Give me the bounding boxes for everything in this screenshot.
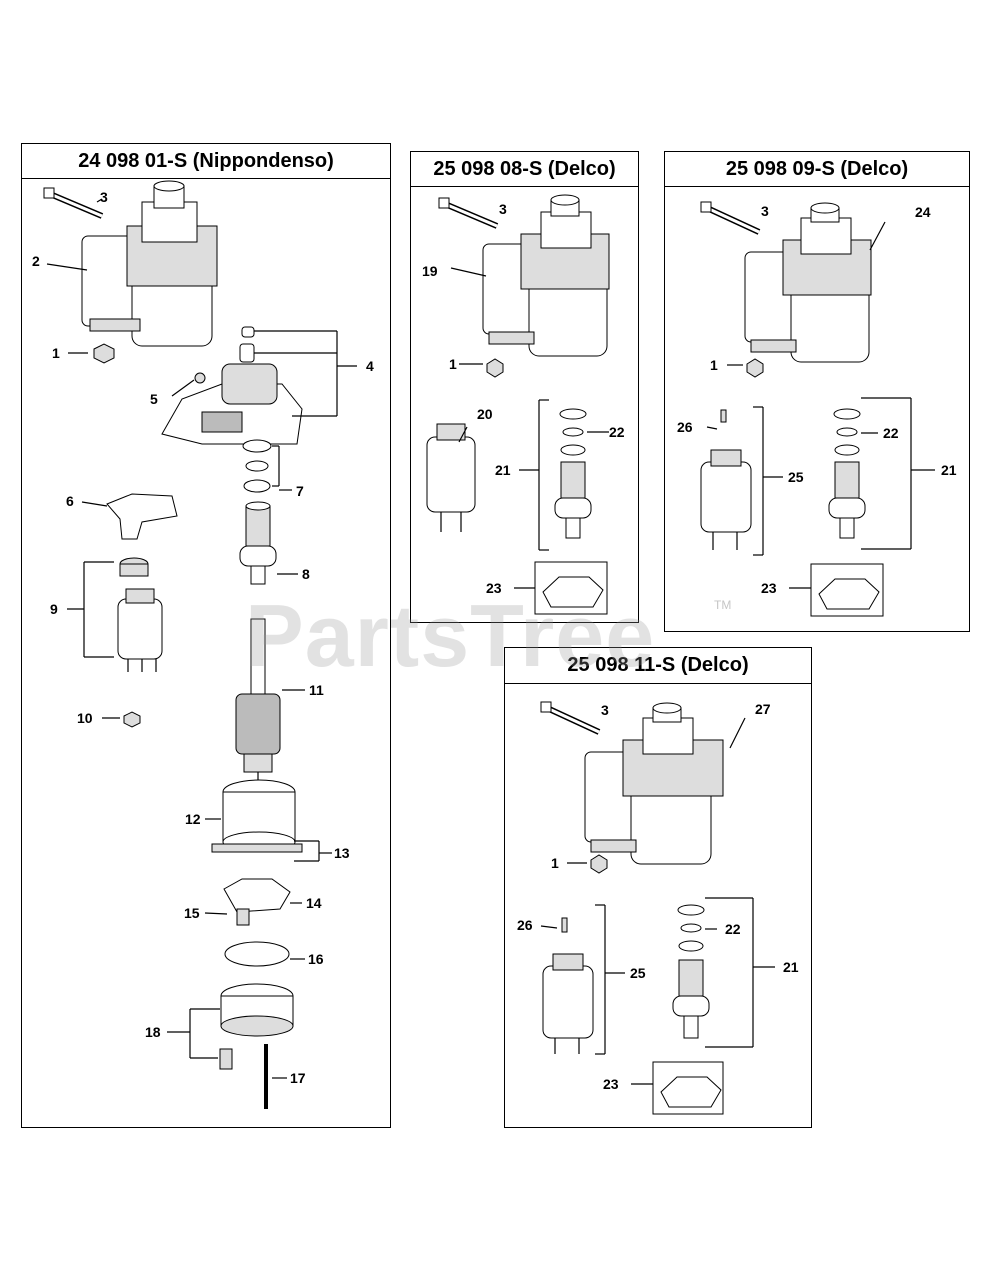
callout-4: 4 [366, 358, 374, 374]
leader-lines [540, 717, 775, 1085]
callout-21: 21 [495, 462, 511, 478]
callout-17: 17 [290, 1070, 306, 1086]
panel-title: 25 098 09-S (Delco) [665, 152, 969, 187]
callout-16: 16 [308, 951, 324, 967]
callout-1: 1 [449, 356, 457, 372]
bolt-part [540, 701, 601, 735]
callout-1: 1 [52, 345, 60, 361]
exploded-view-drawing: 3 24 1 26 22 25 21 23 [677, 201, 957, 617]
callout-27: 27 [755, 701, 771, 717]
nut-part [93, 343, 115, 364]
pinion-drive-part [554, 408, 592, 539]
callout-2: 2 [32, 253, 40, 269]
nut-part-10 [123, 711, 141, 728]
pinion-drive-part [828, 408, 866, 539]
solenoid-part [700, 409, 752, 550]
callout-19: 19 [422, 263, 438, 279]
armature-part [235, 618, 281, 789]
starter-motor-assembly-part [584, 702, 724, 865]
diagram-panel-25-098-09-s: 25 098 09-S (Delco) [664, 151, 970, 632]
callout-1: 1 [551, 855, 559, 871]
callout-26: 26 [517, 917, 533, 933]
callout-21: 21 [941, 462, 957, 478]
callout-6: 6 [66, 493, 74, 509]
callout-22: 22 [725, 921, 741, 937]
solenoid-part [117, 557, 163, 672]
panel-title-text: 25 098 08-S (Delco) [433, 157, 616, 180]
callout-12: 12 [185, 811, 201, 827]
callout-3: 3 [499, 201, 507, 217]
solenoid-part [542, 917, 594, 1054]
brush-holder-part [652, 1061, 724, 1115]
callout-15: 15 [184, 905, 200, 921]
callout-1: 1 [710, 357, 718, 373]
callout-11: 11 [309, 682, 324, 698]
field-housing-part [211, 779, 303, 853]
callout-13: 13 [334, 845, 350, 861]
exploded-view-drawing: 3 2 1 4 5 6 7 8 9 11 10 12 13 14 15 16 1… [32, 180, 374, 1109]
callout-8: 8 [302, 566, 310, 582]
exploded-view-drawing: 3 19 1 20 22 21 23 [422, 194, 625, 615]
callout-20: 20 [477, 406, 493, 422]
callout-26: 26 [677, 419, 693, 435]
panel-title: 25 098 11-S (Delco) [505, 648, 811, 684]
leader-lines [706, 221, 935, 589]
bolt-part [700, 201, 761, 235]
diagram-panel-25-098-08-s: 25 098 08-S (Delco) [410, 151, 639, 623]
solenoid-part [426, 423, 476, 532]
end-cap-part [219, 983, 294, 1070]
callout-25: 25 [630, 965, 646, 981]
brush-holder-part [223, 878, 291, 926]
callout-5: 5 [150, 391, 158, 407]
pinion-drive-part [672, 904, 710, 1039]
small-nut-part [194, 372, 206, 384]
callout-9: 9 [50, 601, 58, 617]
callout-25: 25 [788, 469, 804, 485]
bolt-part [43, 187, 104, 219]
starter-motor-assembly-part [744, 202, 872, 363]
trademark-mark: TM [714, 598, 732, 612]
lever-part [106, 493, 178, 540]
callout-22: 22 [609, 424, 625, 440]
callout-10: 10 [77, 710, 93, 726]
panel-title-text: 25 098 11-S (Delco) [567, 654, 749, 676]
callout-3: 3 [100, 189, 108, 205]
callout-23: 23 [486, 580, 502, 596]
brush-holder-part [810, 563, 884, 617]
panel-title-text: 24 098 01-S (Nippondenso) [78, 149, 334, 172]
callout-14: 14 [306, 895, 322, 911]
callout-7: 7 [296, 483, 304, 499]
callout-24: 24 [915, 204, 931, 220]
callout-23: 23 [761, 580, 777, 596]
callout-23: 23 [603, 1076, 619, 1092]
callout-3: 3 [761, 203, 769, 219]
leader-lines [450, 267, 609, 589]
pinion-drive-part [239, 501, 277, 585]
diagram-panel-24-098-01-s: 24 098 01-S (Nippondenso) [21, 143, 391, 1128]
starter-motor-assembly-part [482, 194, 610, 357]
nut-part [486, 358, 504, 378]
brush-holder-part [534, 561, 608, 615]
plate-part [224, 941, 290, 967]
nut-part [590, 854, 608, 874]
callout-3: 3 [601, 702, 609, 718]
callout-21: 21 [783, 959, 799, 975]
bolt-part [438, 197, 499, 229]
starter-motor-assembly-part [81, 180, 218, 347]
panel-title-text: 25 098 09-S (Delco) [725, 157, 909, 180]
panel-title: 25 098 08-S (Delco) [411, 152, 638, 187]
diagram-panel-25-098-11-s: 25 098 11-S (Delco) [504, 647, 812, 1128]
callout-22: 22 [883, 425, 899, 441]
exploded-view-drawing: 3 27 1 26 22 25 21 23 [517, 701, 799, 1115]
callout-18: 18 [145, 1024, 161, 1040]
leader-lines [46, 198, 357, 1079]
drive-housing-part [161, 326, 303, 445]
panel-title: 24 098 01-S (Nippondenso) [22, 144, 390, 179]
retaining-rings-part [242, 439, 272, 493]
nut-part [746, 358, 764, 378]
